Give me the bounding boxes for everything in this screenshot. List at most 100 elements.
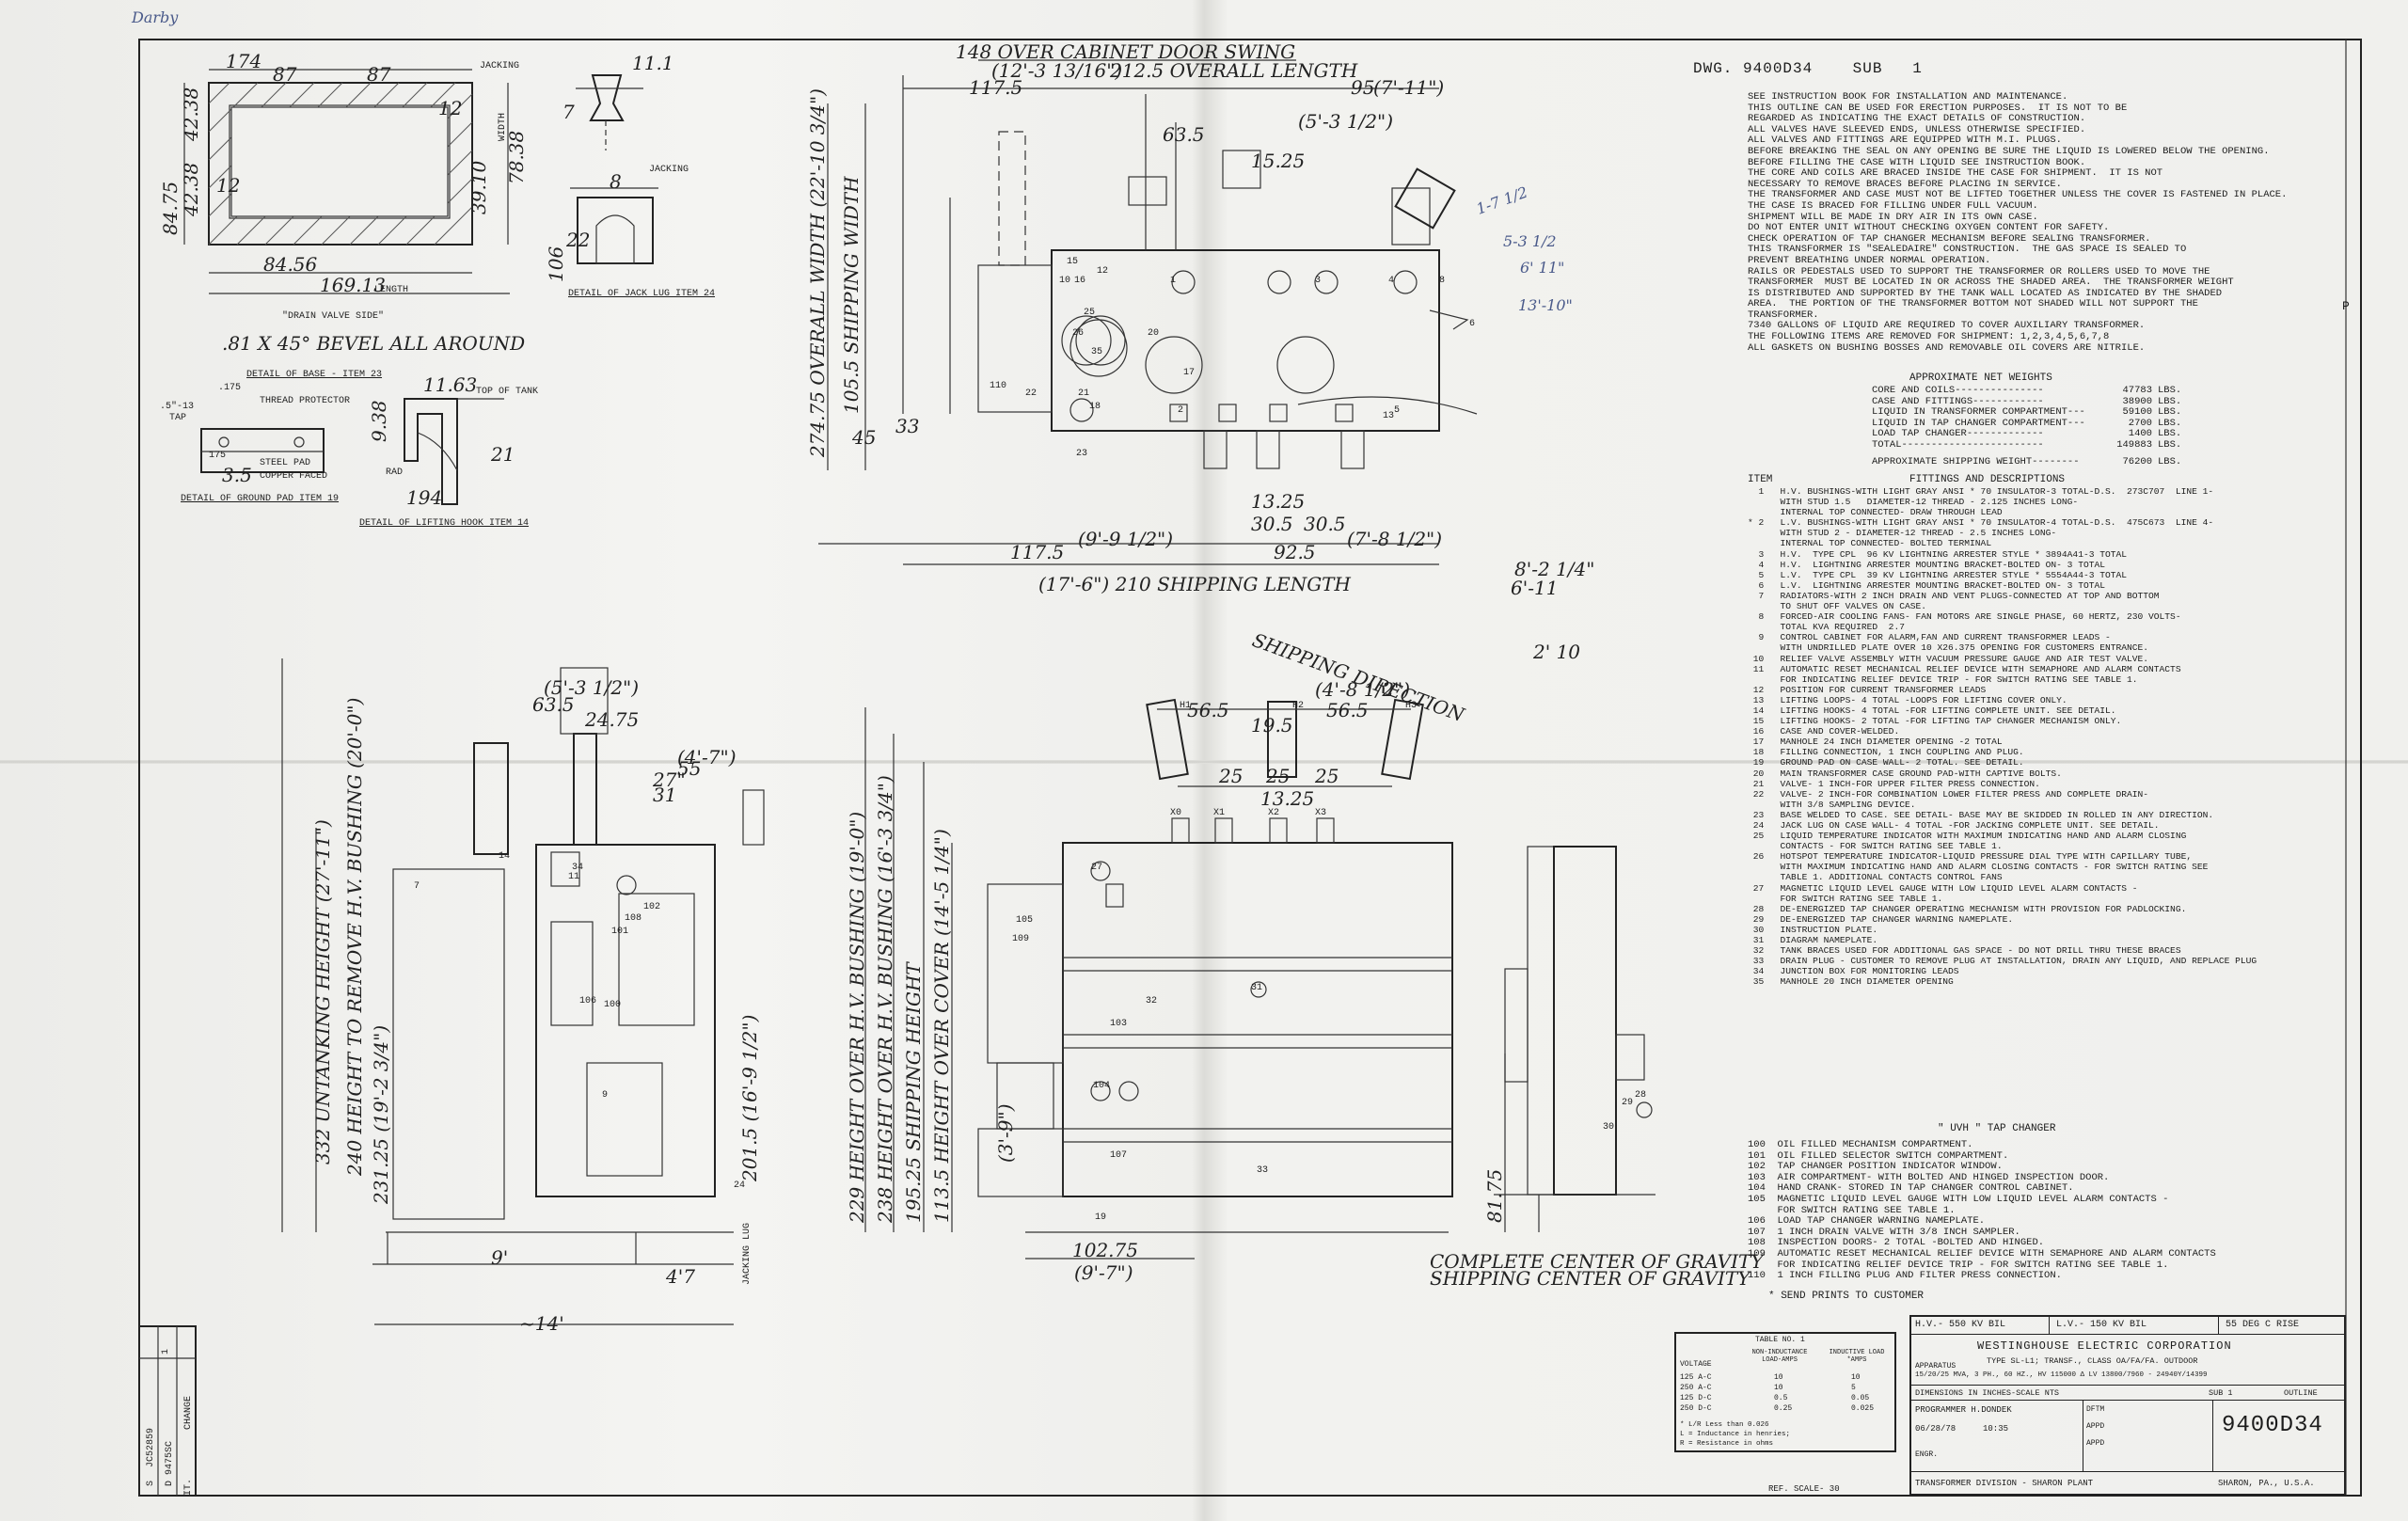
fitting-line: 27 MAGNETIC LIQUID LEVEL GAUGE WITH LOW … (1748, 882, 2138, 894)
item-tag: 21 (1078, 388, 1089, 399)
dim-95-ft: (7'-11") (1373, 76, 1444, 99)
fitting-line: 34 JUNCTION BOX FOR MONITORING LEADS (1748, 966, 1959, 977)
table1-cell: 10 (1851, 1373, 1861, 1382)
fitting-line: INTERNAL TOP CONNECTED- BOLTED TERMINAL (1748, 538, 1992, 549)
fitting-line: 30 INSTRUCTION PLATE. (1748, 924, 1878, 935)
table1-notes: * L/R Less than 0.026 L = Inductance in h… (1680, 1420, 1790, 1449)
table1-col-noninductive: NON-INDUCTANCE LOAD-AMPS (1751, 1349, 1808, 1364)
dim-overall-length: 212.5 OVERALL LENGTH (1109, 59, 1358, 82)
item-tag: 23 (1076, 449, 1087, 459)
item-tag: 11 (568, 872, 579, 882)
title-block: H.V.- 550 KV BIL L.V.- 150 KV BIL 55 DEG… (1909, 1315, 2346, 1496)
dim-31: 31 (653, 784, 676, 806)
fitting-line: 8 FORCED-AIR COOLING FANS- FAN MOTORS AR… (1748, 611, 2181, 623)
dim-12b: 12 (438, 97, 462, 119)
bushing-tag: H1 (1180, 701, 1191, 711)
fitting-line: 20 MAIN TRANSFORMER CASE GROUND PAD-WITH… (1748, 768, 2062, 779)
label-length: LENGTH (374, 285, 408, 295)
dim-3-5: 3.5 (222, 464, 252, 486)
jack-lug-detail: 11.1 7 8 22 106 JACKING DETAIL OF JACK L… (545, 52, 715, 299)
side-elevation: (5'-3 1/2") 63.5 24.75 (4'-7") 55 27" 31… (281, 658, 765, 1335)
item-tag: 15 (1067, 257, 1078, 267)
note-line: THE FOLLOWING ITEMS ARE REMOVED FOR SHIP… (1748, 331, 2110, 343)
bushing-tag: H3 (1405, 701, 1417, 711)
table1-note: L = Inductance in henries; (1680, 1431, 1791, 1438)
dim-78-38: 78.38 (505, 131, 528, 184)
side-label: P (2342, 299, 2350, 313)
item-tag: 35 (1091, 347, 1102, 357)
fitting-line: 12 POSITION FOR CURRENT TRANSFORMER LEAD… (1748, 684, 1987, 695)
gravity-note-shipping: SHIPPING CENTER OF GRAVITY (1430, 1267, 1751, 1290)
location: SHARON, PA., U.S.A. (2218, 1479, 2315, 1488)
dim-height-hv: 229 HEIGHT OVER H.V. BUSHING (19'-0") (846, 812, 868, 1224)
note-line: TRANSFORMER MUST BE LOCATED IN OR ACROSS… (1748, 277, 2234, 289)
fitting-line: INTERNAL TOP CONNECTED- DRAW THROUGH LEA… (1748, 507, 2003, 518)
sub-label: SUB (1852, 60, 1883, 77)
dim-174: 174 (226, 50, 261, 72)
dim-117-5-top: 117.5 (969, 76, 1022, 99)
table1-cell: 125 D-C (1680, 1394, 1712, 1402)
corner-note: Darby (131, 8, 179, 26)
fitting-line: 15 LIFTING HOOKS- 2 TOTAL -FOR LIFTING T… (1748, 716, 2122, 727)
note-line: 7340 GALLONS OF LIQUID ARE REQUIRED TO C… (1748, 320, 2146, 332)
table1-cell: 10 (1774, 1373, 1783, 1382)
dim-9-38: 9.38 (368, 400, 390, 442)
shipping-value: 76200 (2122, 455, 2152, 467)
dim-201-5: 201.5 (16'-9 1/2") (738, 1015, 761, 1182)
switch-rating-table: TABLE NO. 1 VOLTAGE NON-INDUCTANCE LOAD-… (1674, 1332, 1896, 1452)
dim-12a: 12 (216, 174, 240, 197)
fitting-line: 35 MANHOLE 20 INCH DIAMETER OPENING (1748, 976, 1954, 988)
hv-bushing-side (473, 742, 509, 855)
weight-unit: LBS. (2158, 406, 2182, 419)
dim-63-5-side: 63.5 (532, 693, 575, 716)
item-tag: 1 (1170, 276, 1176, 286)
label-copper-faced: COPPER FACED (260, 471, 327, 482)
uvh-item-line: 107 1 INCH DRAIN VALVE WITH 3/8 INCH SAM… (1748, 1226, 2020, 1238)
item-tag: 107 (1110, 1150, 1127, 1161)
table1-cell: 10 (1774, 1384, 1783, 1392)
dim-11-1: 11.1 (632, 52, 674, 74)
fitting-line: WITH UNDRILLED PLATE OVER 10 X26.375 OPE… (1748, 642, 2149, 654)
sub-number: 1 (1912, 60, 1923, 77)
shipping-weight-row: APPROXIMATE SHIPPING WEIGHT--------76200… (1872, 455, 2195, 468)
appd2-label: APPD (2086, 1439, 2105, 1448)
dim-24-75: 24.75 (584, 708, 639, 731)
dim-87a: 87 (273, 63, 297, 86)
dim-27: 27" (652, 768, 686, 791)
type-line: TYPE SL-L1; TRANSF., CLASS OA/FA/FA. OUT… (1987, 1356, 2198, 1366)
weight-value: 47783 (2122, 385, 2152, 396)
item-tag: 100 (604, 1000, 621, 1010)
uvh-item-line: 104 HAND CRANK- STORED IN TAP CHANGER CO… (1748, 1182, 2074, 1195)
dim-55: 55 (677, 757, 701, 780)
appd1-label: APPD (2086, 1422, 2105, 1431)
table1-note: * L/R Less than 0.026 (1680, 1421, 1769, 1429)
table1-cell: 0.5 (1774, 1394, 1788, 1402)
label-jacking-lug: JACKING (649, 165, 689, 175)
dim-45: 45 (851, 426, 876, 449)
item-tag: 110 (990, 381, 1006, 391)
note-line: PREVENT BREATHING UNDER NORMAL OPERATION… (1748, 254, 1991, 266)
weight-value: 38900 (2122, 395, 2152, 407)
item-tag: 104 (1093, 1081, 1110, 1091)
fitting-line: 7 RADIATORS-WITH 2 INCH DRAIN AND VENT P… (1748, 590, 2160, 601)
item-tag: 106 (579, 996, 596, 1006)
dim-untanking: 332 UNTANKING HEIGHT (27'-11") (311, 819, 334, 1165)
uvh-item-line: 105 MAGNETIC LIQUID LEVEL GAUGE WITH LOW… (1748, 1193, 2169, 1205)
fitting-line: 33 DRAIN PLUG - CUSTOMER TO REMOVE PLUG … (1748, 956, 2258, 967)
item-tag: 19 (1095, 1212, 1106, 1223)
dim-81-75: 81.75 (1483, 1169, 1506, 1223)
item-tag: 103 (1110, 1019, 1127, 1029)
dim-84-75: 84.75 (159, 182, 182, 235)
note-line: BEFORE FILLING THE CASE WITH LIQUID SEE … (1748, 156, 2086, 168)
fittings-list: 1 H.V. BUSHINGS-WITH LIGHT GRAY ANSI * 7… (1748, 486, 2257, 988)
weight-unit: LBS. (2158, 417, 2182, 429)
dim-4-7: 4'7 (665, 1265, 695, 1288)
weight-unit: LBS. (2158, 385, 2182, 396)
dim-63-5-side-ft: (5'-3 1/2") (544, 676, 639, 699)
